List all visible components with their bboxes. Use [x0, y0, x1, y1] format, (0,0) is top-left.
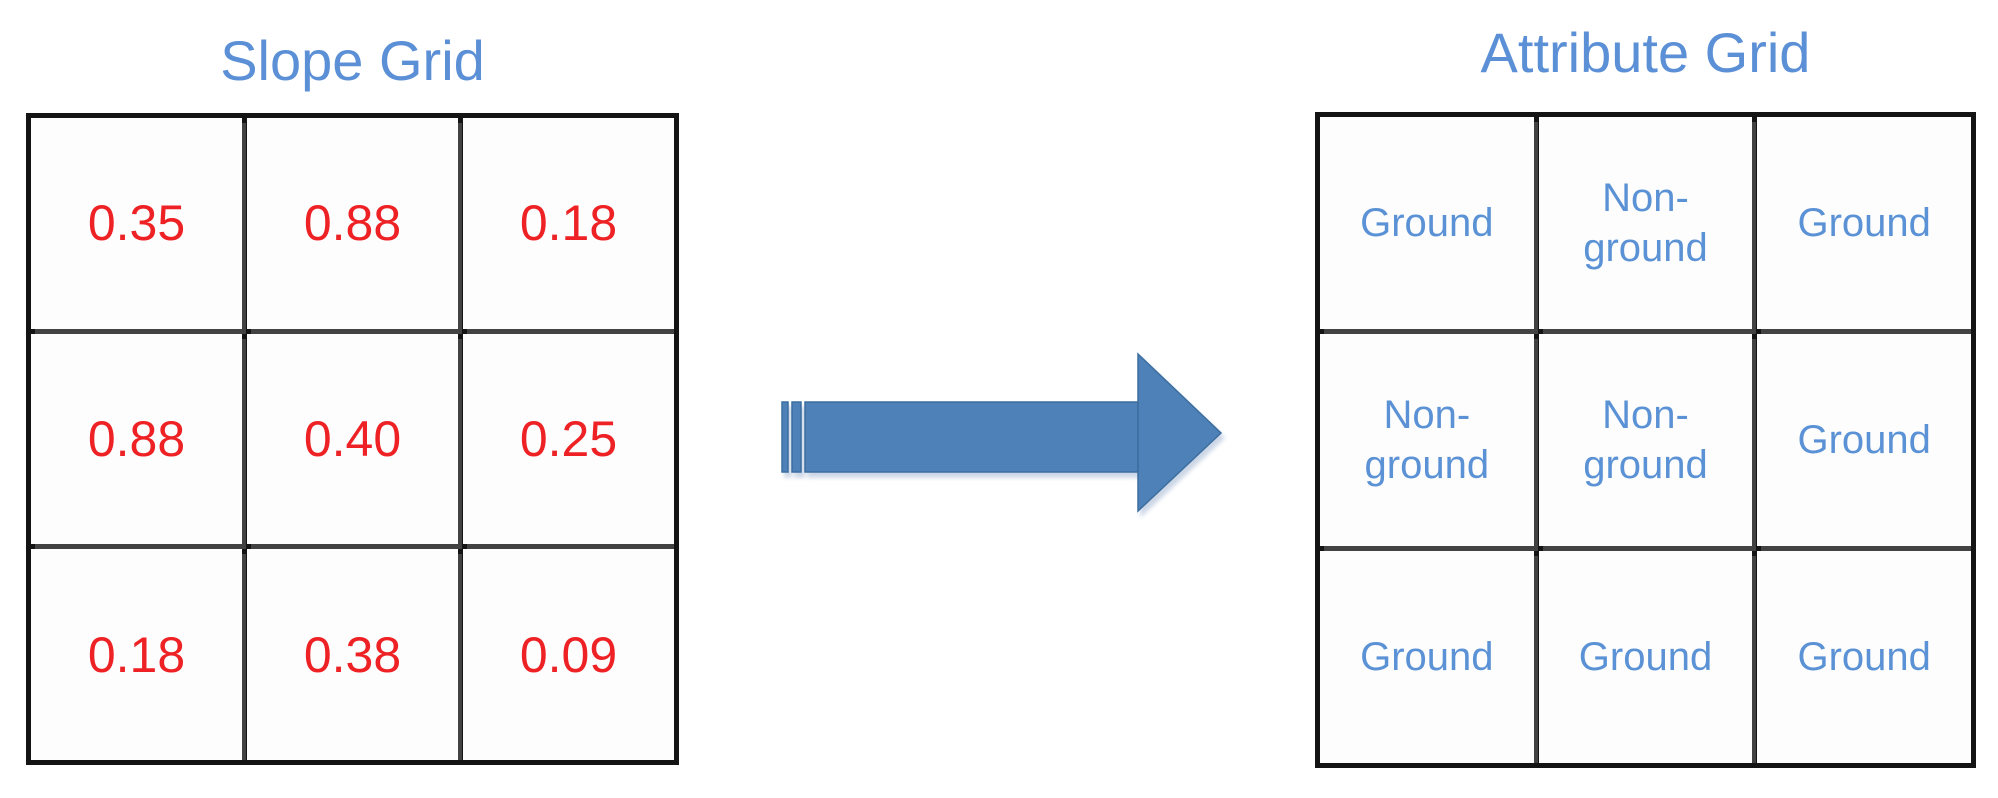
slope-cell-r2c2: 0.09 [463, 549, 674, 760]
slope-cell-r1c1: 0.40 [247, 333, 458, 545]
slope-grid: 0.35 0.88 0.18 0.88 0.40 0.25 0.18 0.38 … [26, 113, 679, 765]
attribute-cell-r0c0: Ground [1320, 117, 1534, 329]
attribute-cell-r1c1: Non- ground [1538, 334, 1753, 546]
attribute-cell-r2c1: Ground [1538, 551, 1753, 763]
slope-cell-r1c2: 0.25 [463, 333, 674, 545]
attribute-cell-r1c2: Ground [1757, 334, 1971, 546]
attribute-cell-r0c1: Non- ground [1538, 117, 1753, 329]
slope-grid-title: Slope Grid [220, 29, 485, 92]
attribute-grid-title: Attribute Grid [1480, 21, 1811, 84]
slope-cell-r2c1: 0.38 [247, 549, 458, 760]
attribute-cell-r0c2: Ground [1757, 117, 1971, 329]
striped-right-arrow-icon [781, 352, 1223, 513]
slope-cell-r0c0: 0.35 [31, 118, 242, 329]
attribute-cell-r2c0: Ground [1320, 551, 1534, 763]
attribute-cell-r1c0: Non- ground [1320, 334, 1534, 546]
attribute-cell-r2c2: Ground [1757, 551, 1971, 763]
slope-cell-r2c0: 0.18 [31, 549, 242, 760]
attribute-grid: Ground Non- ground Ground Non- ground No… [1315, 112, 1976, 768]
slope-cell-r0c1: 0.88 [247, 118, 458, 329]
slope-cell-r0c2: 0.18 [463, 118, 674, 329]
slope-cell-r1c0: 0.88 [31, 333, 242, 545]
